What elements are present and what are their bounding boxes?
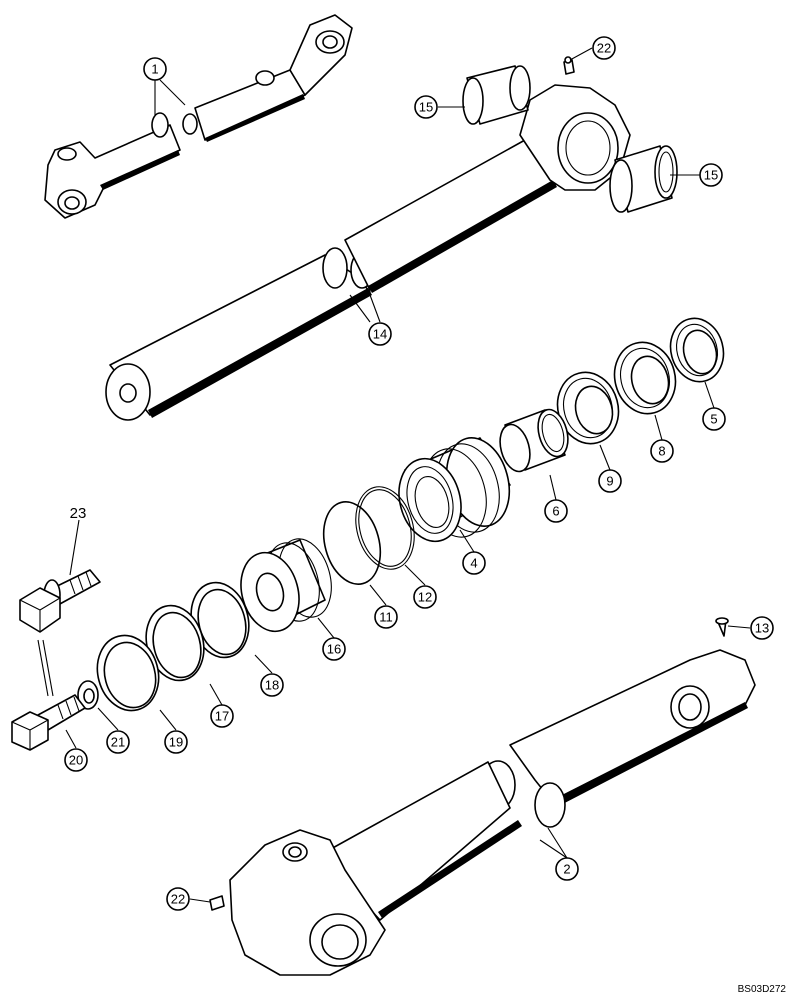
bushing-right — [609, 145, 678, 213]
seal-8 — [613, 341, 677, 415]
callout-22-top: 22 — [592, 36, 616, 60]
callout-label: 8 — [658, 444, 665, 459]
piston-16 — [240, 538, 332, 633]
reference-code: BS03D272 — [738, 984, 787, 995]
ring-17 — [145, 604, 205, 682]
bushing-left — [462, 65, 531, 125]
callout-label: 22 — [171, 892, 185, 907]
callout-label: 22 — [597, 41, 611, 56]
callout-label: 17 — [215, 709, 229, 724]
callout-4: 4 — [462, 551, 486, 575]
callout-15-right: 15 — [699, 163, 723, 187]
callout-label: 15 — [704, 168, 718, 183]
callout-6: 6 — [544, 499, 568, 523]
bolt-23 — [19, 569, 101, 633]
callout-15-left: 15 — [414, 95, 438, 119]
callout-label: 14 — [373, 327, 387, 342]
callout-label: 12 — [418, 590, 432, 605]
callout-label: 9 — [606, 474, 613, 489]
cylinder-barrel — [229, 649, 756, 976]
bolt-20 — [11, 694, 86, 751]
callout-label: 18 — [265, 678, 279, 693]
callout-22-bottom: 22 — [166, 887, 190, 911]
assembled-cylinder-overview — [44, 14, 353, 219]
callout-label: 20 — [69, 753, 83, 768]
screw-13 — [715, 617, 729, 637]
callout-label: 6 — [552, 504, 559, 519]
seal-9 — [556, 371, 620, 445]
callout-label: 4 — [470, 556, 477, 571]
callout-label: 19 — [169, 735, 183, 750]
piston-rod — [105, 84, 631, 421]
label-23: 23 — [70, 505, 87, 522]
callout-label: 5 — [710, 412, 717, 427]
callout-2: 2 — [555, 857, 579, 881]
callout-label: 21 — [111, 735, 125, 750]
leader-lines — [65, 47, 751, 903]
callout-1: 1 — [143, 57, 167, 81]
callout-21: 21 — [106, 730, 130, 754]
ring-18 — [190, 581, 250, 659]
callout-18: 18 — [260, 673, 284, 697]
callout-19: 19 — [164, 730, 188, 754]
callout-17: 17 — [210, 704, 234, 728]
wiper-seal-5 — [669, 317, 725, 383]
callout-8: 8 — [650, 439, 674, 463]
callout-5: 5 — [702, 407, 726, 431]
callout-13: 13 — [750, 616, 774, 640]
callout-label: 11 — [379, 610, 393, 625]
grease-fitting-bottom — [209, 895, 225, 911]
callout-16: 16 — [322, 637, 346, 661]
callout-label: 2 — [563, 862, 570, 877]
ring-19 — [96, 634, 160, 712]
callout-9: 9 — [598, 469, 622, 493]
callout-12: 12 — [413, 585, 437, 609]
washer-21 — [77, 680, 99, 710]
grease-fitting-top — [563, 56, 575, 75]
callout-label: 15 — [419, 100, 433, 115]
o-ring-11 — [322, 501, 382, 585]
bearing-6 — [499, 408, 569, 473]
backup-ring-12 — [355, 486, 415, 570]
callout-11: 11 — [374, 605, 398, 629]
gland-4 — [398, 437, 511, 543]
callout-20: 20 — [64, 748, 88, 772]
callout-label: 13 — [755, 621, 769, 636]
callout-label: 1 — [151, 62, 158, 77]
callout-label: 16 — [327, 642, 341, 657]
callout-14: 14 — [368, 322, 392, 346]
